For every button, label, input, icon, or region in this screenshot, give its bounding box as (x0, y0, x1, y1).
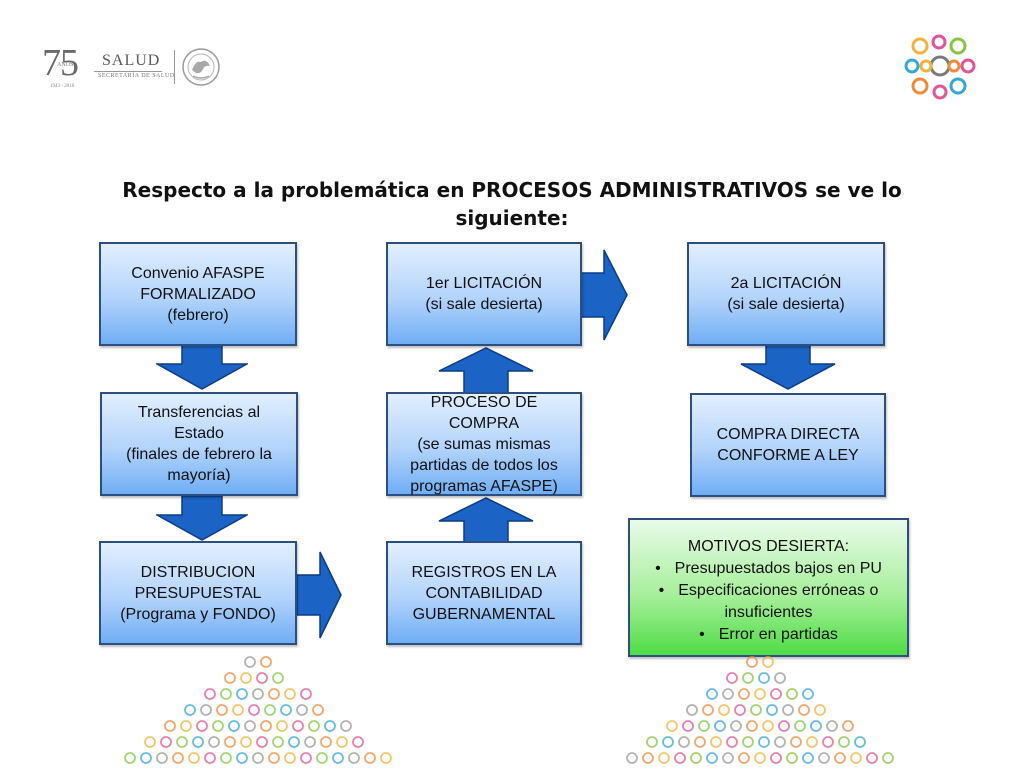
box-transferencias-text: Transferencias al Estado (finales de feb… (126, 404, 272, 484)
circles-logo-icon (904, 34, 976, 100)
box-registros-text: REGISTROS EN LA CONTABILIDAD GUBERNAMENT… (411, 563, 557, 623)
arrow-right-licitacion-icon (580, 249, 628, 341)
logo-divider (174, 50, 175, 84)
arrow-down-licitacion2-icon (740, 344, 836, 390)
box-transferencias: Transferencias al Estado (finales de feb… (100, 392, 298, 496)
box-licitacion-2: 2a LICITACIÓN (si sale desierta) (687, 242, 885, 346)
box-distribucion-text: DISTRIBUCION PRESUPUESTAL (Programa y FO… (120, 563, 276, 623)
arrow-up-registros-icon (438, 497, 534, 543)
box-compra-directa-text: COMPRA DIRECTA CONFORME A LEY (716, 426, 860, 464)
box-distribucion: DISTRIBUCION PRESUPUESTAL (Programa y FO… (99, 541, 297, 645)
brand-divider (94, 71, 162, 72)
brand-subtitle: SECRETARÍA DE SALUD (98, 73, 175, 79)
arrow-down-transferencias-icon (156, 495, 248, 541)
brand-name: SALUD (102, 52, 161, 69)
arrow-right-distribucion-icon (296, 551, 342, 639)
box-convenio-text: Convenio AFASPE FORMALIZADO (febrero) (131, 264, 265, 324)
box-motivos-desierta: MOTIVOS DESIERTA: Presupuestados bajos e… (628, 518, 909, 657)
arrow-up-proceso-icon (438, 347, 534, 395)
motivos-item: Error en partidas (630, 624, 907, 646)
box-licitacion-1: 1er LICITACIÓN (si sale desierta) (386, 242, 582, 346)
slide-title: Respecto a la problemática en PROCESOS A… (122, 178, 902, 230)
box-registros: REGISTROS EN LA CONTABILIDAD GUBERNAMENT… (386, 541, 582, 645)
motivos-list: Presupuestados bajos en PUEspecificacion… (630, 558, 907, 646)
eagle-seal-icon (182, 48, 220, 86)
box-licitacion-2-text: 2a LICITACIÓN (si sale desierta) (727, 275, 845, 313)
box-compra-directa: COMPRA DIRECTA CONFORME A LEY (690, 393, 886, 497)
box-proceso-compra-text: PROCESO DE COMPRA (se sumas mismas parti… (410, 393, 558, 495)
motivos-item: Presupuestados bajos en PU (630, 558, 907, 580)
motivos-title: MOTIVOS DESIERTA: (687, 538, 850, 555)
anniversary-years: 1943 - 2018 (50, 84, 75, 89)
arrow-down-convenio-icon (156, 344, 248, 390)
anniversary-label: AÑOS (57, 62, 74, 68)
box-licitacion-1-text: 1er LICITACIÓN (si sale desierta) (425, 275, 543, 313)
motivos-item: Especificaciones erróneas o insuficiente… (630, 580, 907, 624)
anniversary-number: 75 (42, 42, 79, 84)
box-convenio: Convenio AFASPE FORMALIZADO (febrero) (99, 242, 297, 346)
box-proceso-compra: PROCESO DE COMPRA (se sumas mismas parti… (386, 392, 582, 496)
